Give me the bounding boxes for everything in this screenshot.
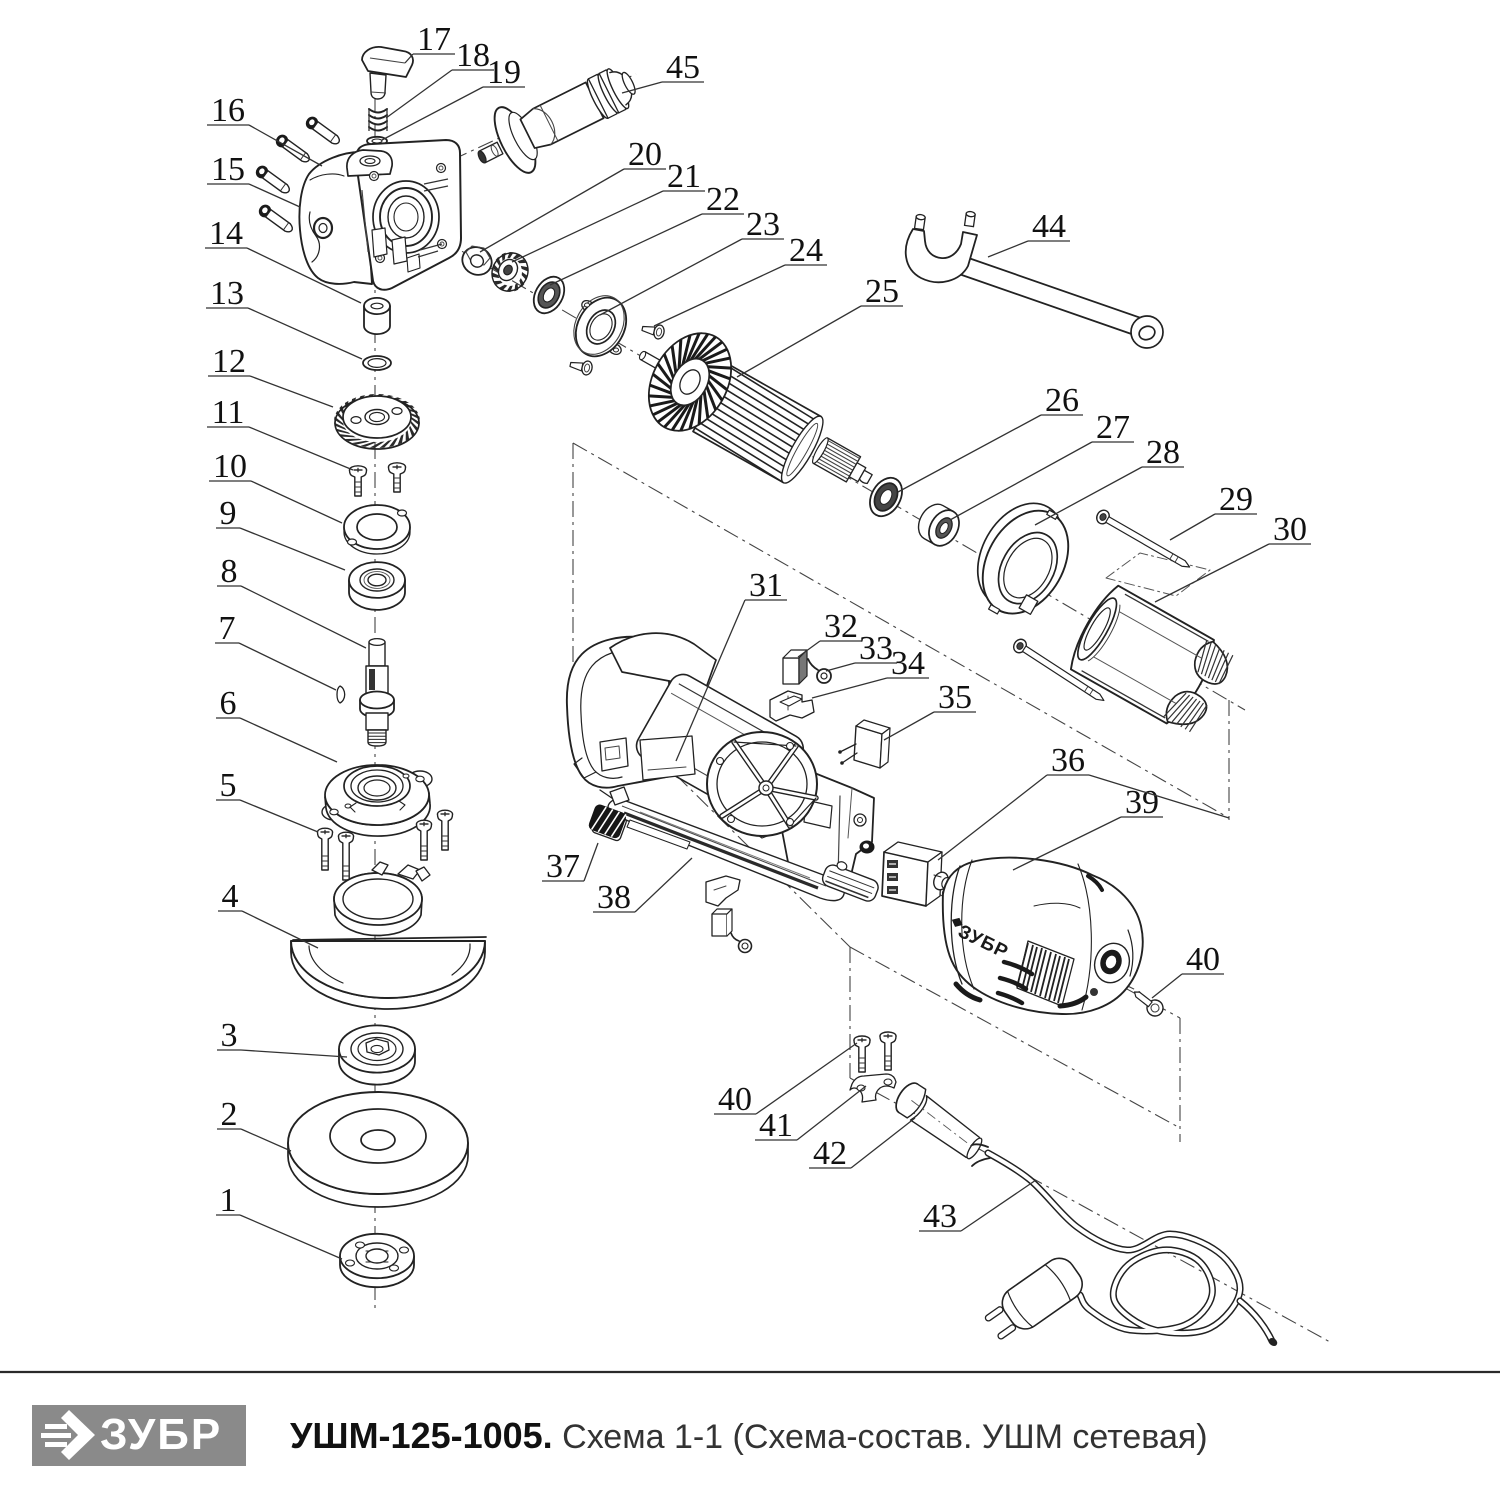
svg-text:39: 39 (1125, 784, 1159, 821)
svg-text:18: 18 (456, 37, 490, 74)
svg-text:15: 15 (211, 151, 245, 188)
svg-text:41: 41 (759, 1107, 793, 1144)
svg-text:44: 44 (1032, 208, 1066, 245)
svg-text:30: 30 (1273, 511, 1307, 548)
svg-text:13: 13 (210, 275, 244, 312)
svg-text:11: 11 (212, 394, 245, 431)
svg-text:14: 14 (209, 215, 243, 252)
svg-text:36: 36 (1051, 742, 1085, 779)
svg-text:32: 32 (824, 608, 858, 645)
svg-text:9: 9 (220, 495, 237, 532)
svg-text:17: 17 (417, 21, 451, 58)
svg-text:12: 12 (212, 343, 246, 380)
svg-text:ЗУБР: ЗУБР (100, 1410, 222, 1459)
svg-text:7: 7 (219, 610, 236, 647)
svg-text:35: 35 (938, 679, 972, 716)
svg-text:2: 2 (221, 1096, 238, 1133)
svg-text:10: 10 (213, 448, 247, 485)
svg-text:8: 8 (221, 553, 238, 590)
svg-text:33: 33 (859, 630, 893, 667)
svg-text:25: 25 (865, 273, 899, 310)
svg-text:29: 29 (1219, 481, 1253, 518)
svg-text:20: 20 (628, 136, 662, 173)
svg-text:42: 42 (813, 1135, 847, 1172)
svg-text:3: 3 (221, 1017, 238, 1054)
svg-text:28: 28 (1146, 434, 1180, 471)
svg-text:40: 40 (718, 1081, 752, 1118)
svg-text:26: 26 (1045, 382, 1079, 419)
svg-text:6: 6 (220, 685, 237, 722)
svg-text:22: 22 (706, 181, 740, 218)
svg-text:31: 31 (749, 567, 783, 604)
svg-text:40: 40 (1186, 941, 1220, 978)
svg-text:23: 23 (746, 206, 780, 243)
svg-text:45: 45 (666, 49, 700, 86)
svg-text:4: 4 (222, 878, 239, 915)
svg-text:37: 37 (546, 848, 580, 885)
svg-text:16: 16 (211, 92, 245, 129)
svg-text:34: 34 (891, 645, 925, 682)
svg-text:24: 24 (789, 232, 823, 269)
svg-text:19: 19 (487, 54, 521, 91)
svg-text:27: 27 (1096, 409, 1130, 446)
svg-text:УШМ-125-1005. Схема 1-1 (Схема: УШМ-125-1005. Схема 1-1 (Схема-состав. У… (290, 1415, 1208, 1456)
svg-text:1: 1 (220, 1182, 237, 1219)
svg-text:21: 21 (667, 158, 701, 195)
svg-text:38: 38 (597, 879, 631, 916)
svg-text:43: 43 (923, 1198, 957, 1235)
svg-text:5: 5 (220, 767, 237, 804)
